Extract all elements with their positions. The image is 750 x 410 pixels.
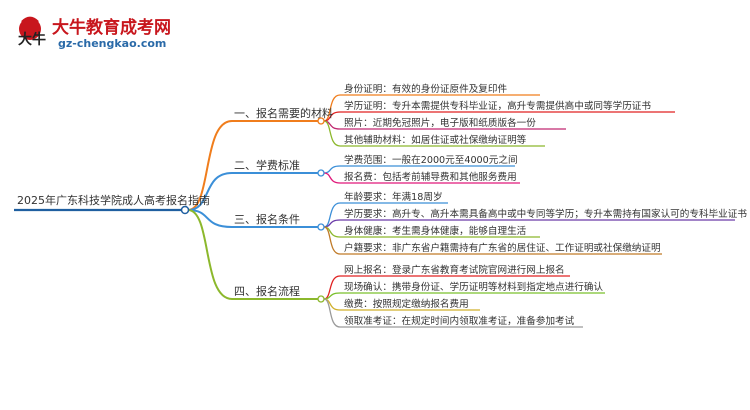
leaf-item: 学费范围：一般在2000元至4000元之间 [344,154,518,166]
site-logo[interactable]: 大牛 大牛教育成考网 gz-chengkao.com [18,16,171,50]
logo-badge-text: 大牛 [18,31,46,48]
branch-connector [187,209,233,300]
item-connector [323,172,341,184]
branch-node-dot [317,223,325,231]
branch-label: 一、报名需要的材料 [234,106,333,120]
leaf-item: 现场确认：携带身份证、学历证明等材料到指定地点进行确认 [344,281,603,293]
branch-label: 三、报名条件 [234,212,300,226]
leaf-item: 报名费：包括考前辅导费和其他服务费用 [344,171,517,183]
root-label: 2025年广东科技学院成人高考报名指南 [17,193,210,207]
leaf-item: 领取准考证：在规定时间内领取准考证，准备参加考试 [344,315,575,327]
leaf-item: 缴费：按照规定缴纳报名费用 [344,298,469,310]
item-connector [323,292,341,300]
root-node-dot [180,205,190,215]
leaf-item: 学历要求：高升专、高升本需具备高中或中专同等学历；专升本需持有国家认可的专科毕业… [344,208,747,220]
connector-lines [14,94,735,328]
branch-node-dot [317,117,325,125]
logo-name: 大牛教育成考网 [52,17,171,38]
item-connector [323,298,341,328]
branch-connector [187,120,233,211]
nodes: 2025年广东科技学院成人高考报名指南 一、报名需要的材料身份证明：有效的身份证原… [17,83,747,327]
branch-connector [187,209,233,228]
branch-node-dot [317,169,325,177]
leaf-item: 网上报名：登录广东省教育考试院官网进行网上报名 [344,264,565,276]
leaf-item: 身体健康：考生需身体健康，能够自理生活 [344,225,527,237]
branch-connector [187,172,233,211]
leaf-item: 照片：近期免冠照片，电子版和纸质版各一份 [344,117,536,129]
item-connector [323,120,341,147]
item-connector [323,202,341,228]
leaf-item: 学历证明：专升本需提供专科毕业证，高升专需提供高中或同等学历证书 [344,100,651,112]
bull-logo-icon: 大牛 [18,16,46,48]
leaf-item: 其他辅助材料：如居住证或社保缴纳证明等 [344,134,527,146]
leaf-item: 年龄要求：年满18周岁 [344,191,443,203]
branch-label: 二、学费标准 [234,158,300,172]
item-connector [323,165,341,174]
branch-label: 四、报名流程 [234,284,300,298]
branch-node-dot [317,295,325,303]
leaf-item: 户籍要求：非广东省户籍需持有广东省的居住证、工作证明或社保缴纳证明 [344,242,661,254]
item-connector [323,219,341,228]
logo-url: gz-chengkao.com [58,37,166,50]
item-connector [323,226,341,255]
leaf-item: 身份证明：有效的身份证原件及复印件 [344,83,507,95]
